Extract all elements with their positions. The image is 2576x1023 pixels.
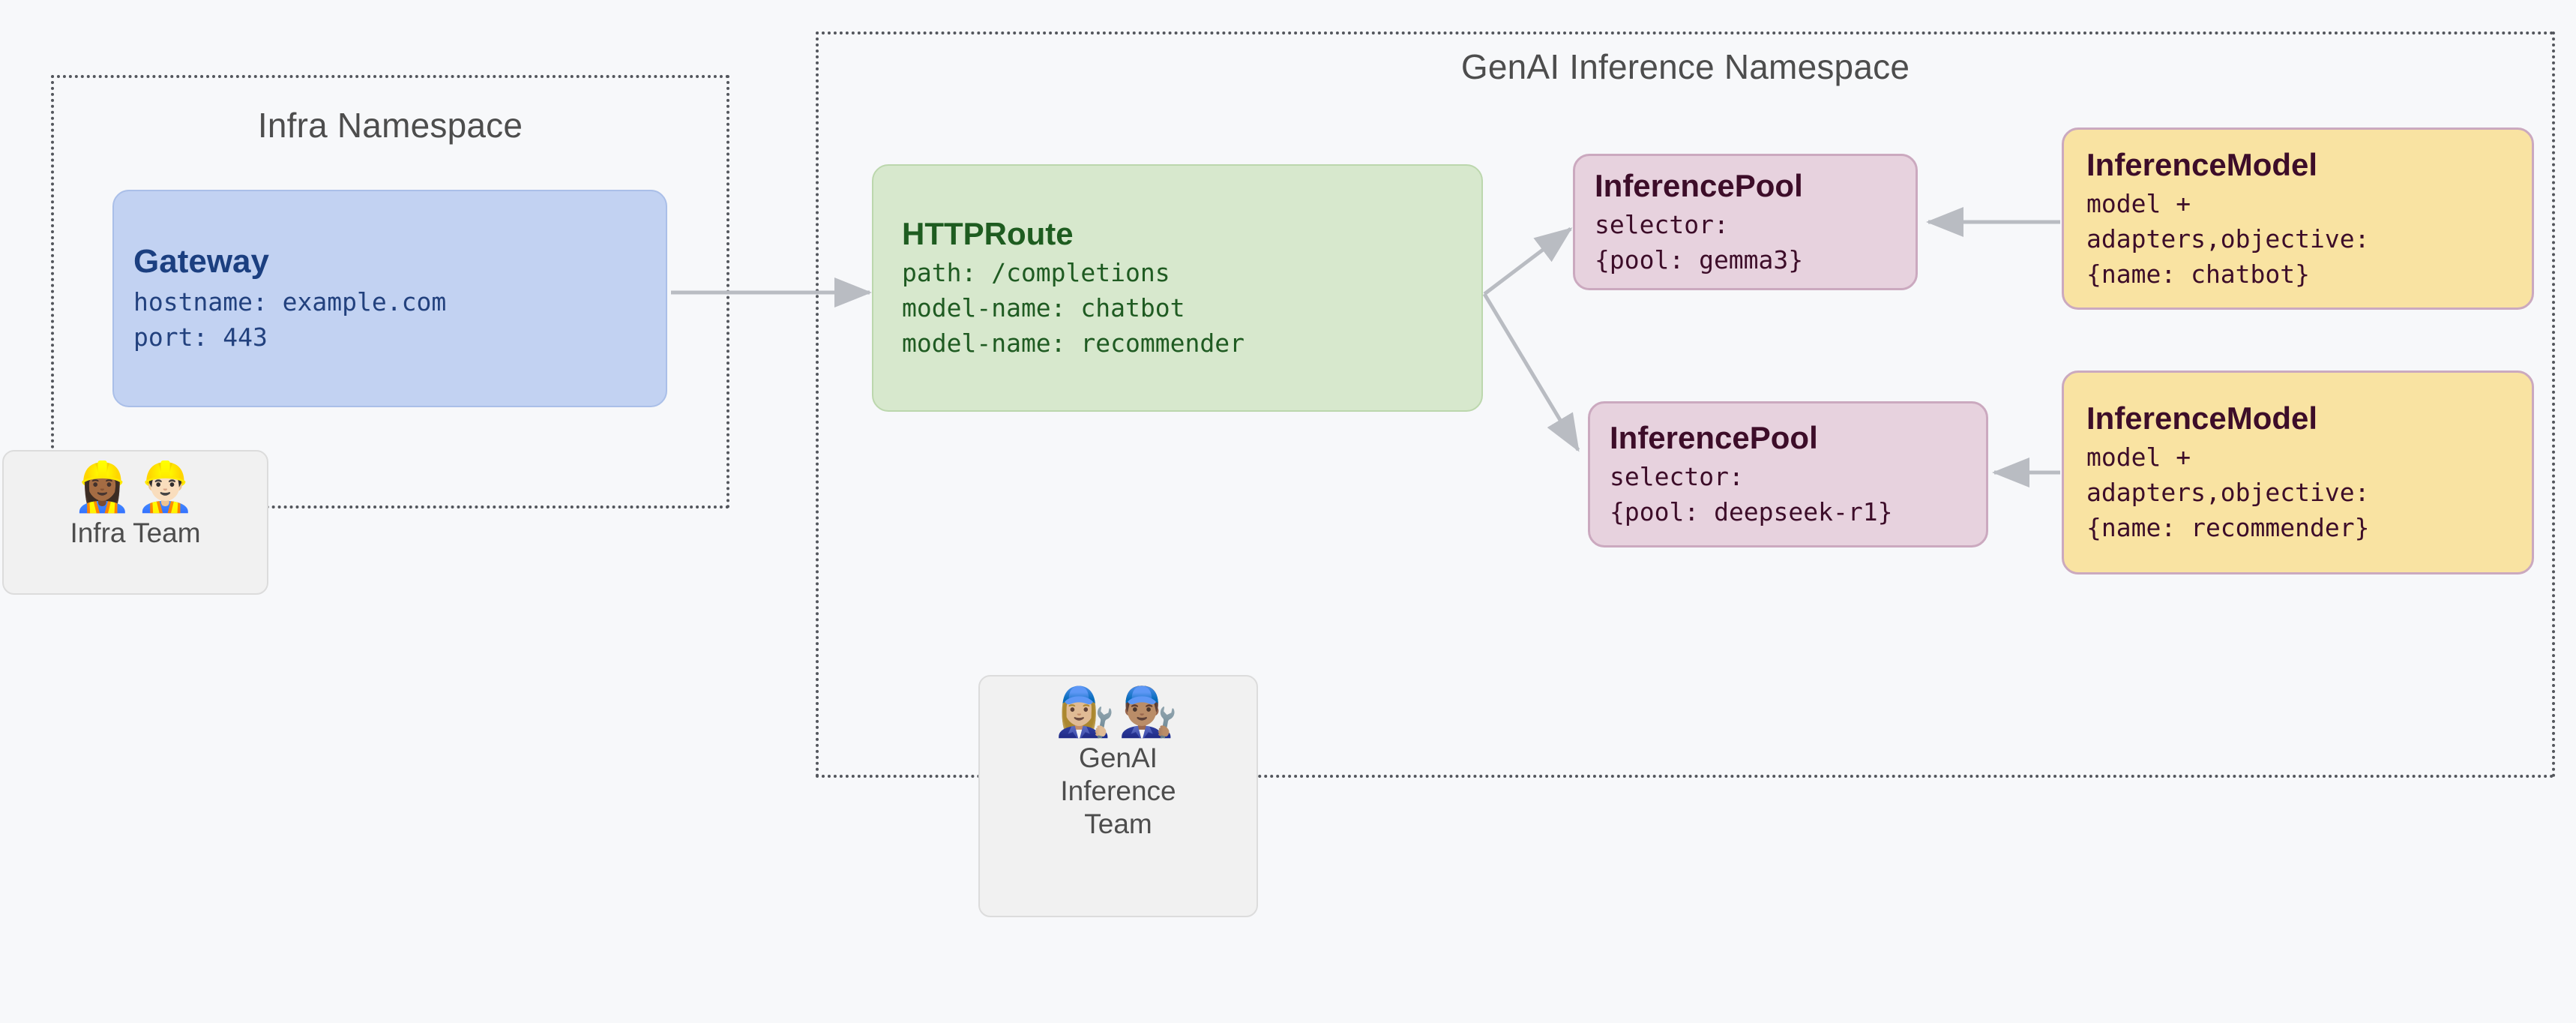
node-gateway[interactable]: Gateway hostname: example.com port: 443 — [112, 190, 667, 407]
node-inferencemodel-chatbot-title: InferenceModel — [2086, 146, 2318, 182]
node-inferencepool-gemma3[interactable]: InferencePool selector: {pool: gemma3} — [1573, 154, 1918, 290]
genai-team-label: GenAI Inference Team — [1060, 742, 1176, 839]
node-inferencepool-gemma3-title: InferencePool — [1595, 167, 1803, 203]
namespace-genai-title: GenAI Inference Namespace — [1460, 47, 1910, 86]
node-inferencemodel-recommender-title: InferenceModel — [2086, 400, 2318, 436]
node-inferencemodel-recommender-lines: model + adapters,objective: {name: recom… — [2086, 442, 2370, 543]
genai-team-emoji: 👩🏼‍🔧👨🏽‍🔧 — [1055, 685, 1182, 739]
node-httproute[interactable]: HTTPRoute path: /completions model-name:… — [872, 164, 1483, 412]
namespace-genai — [816, 32, 2555, 778]
team-badge-infra[interactable]: 👷🏾‍♀️👷🏻‍♂️ Infra Team — [2, 450, 268, 595]
node-httproute-lines: path: /completions model-name: chatbot m… — [902, 258, 1245, 358]
node-inferencemodel-chatbot[interactable]: InferenceModel model + adapters,objectiv… — [2062, 128, 2534, 310]
namespace-infra-title: Infra Namespace — [257, 106, 523, 145]
node-inferencepool-deepseek-r1-lines: selector: {pool: deepseek-r1} — [1610, 462, 1893, 527]
node-inferencepool-deepseek-r1[interactable]: InferencePool selector: {pool: deepseek-… — [1588, 401, 1988, 548]
node-inferencepool-deepseek-r1-title: InferencePool — [1610, 420, 1818, 456]
node-httproute-title: HTTPRoute — [902, 216, 1074, 252]
node-inferencemodel-chatbot-lines: model + adapters,objective: {name: chatb… — [2086, 188, 2370, 289]
infra-team-emoji: 👷🏾‍♀️👷🏻‍♂️ — [72, 460, 199, 514]
node-inferencemodel-recommender[interactable]: InferenceModel model + adapters,objectiv… — [2062, 370, 2534, 574]
infra-team-label: Infra Team — [70, 518, 201, 549]
node-gateway-title: Gateway — [133, 243, 269, 280]
node-gateway-lines: hostname: example.com port: 443 — [133, 286, 447, 352]
node-inferencepool-gemma3-lines: selector: {pool: gemma3} — [1595, 209, 1804, 274]
team-badge-genai[interactable]: 👩🏼‍🔧👨🏽‍🔧 GenAI Inference Team — [978, 675, 1258, 917]
